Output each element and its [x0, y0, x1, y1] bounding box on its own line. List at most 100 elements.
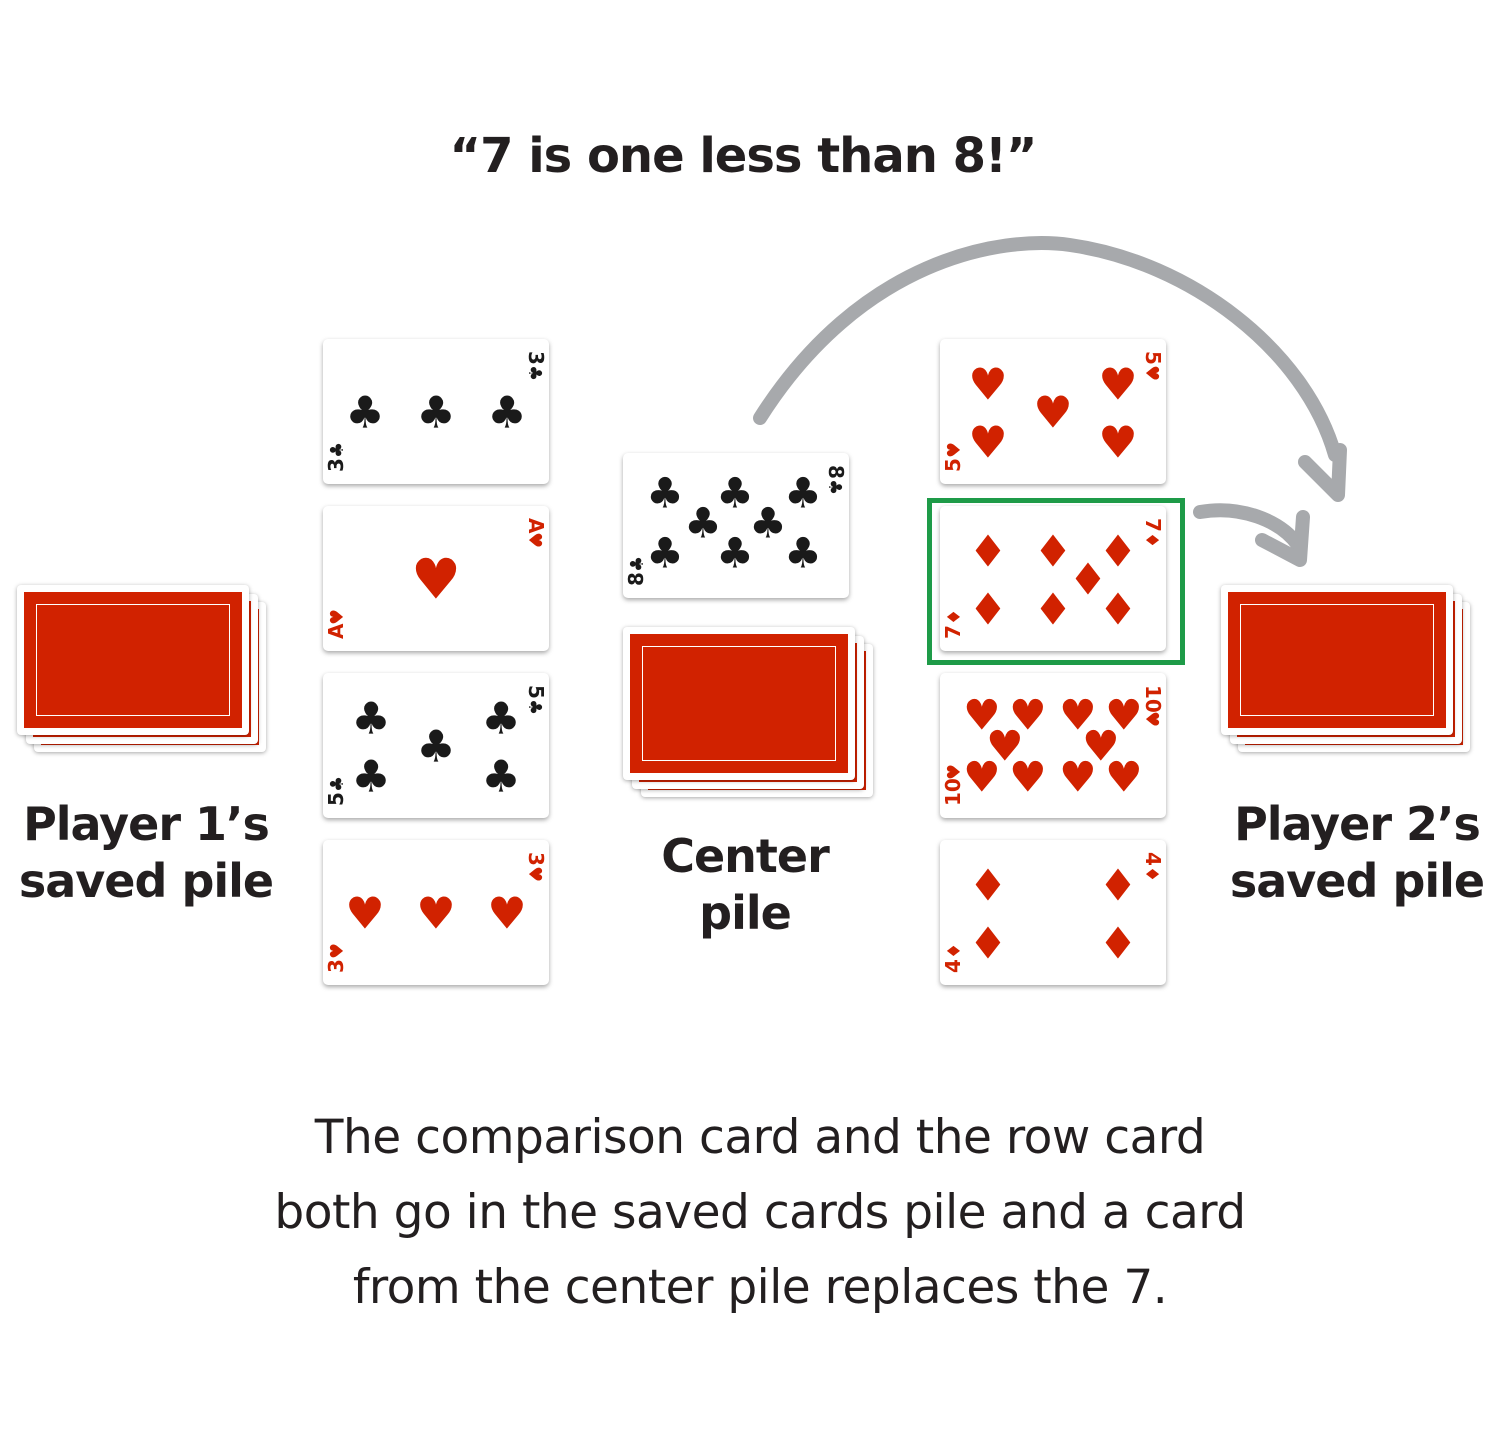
rank-label: 5 — [524, 685, 548, 699]
club-icon: ♣ — [327, 442, 348, 458]
corner-index-top: 3♣ — [524, 351, 548, 381]
rank-label: 7 — [941, 625, 965, 639]
corner-index-top: 5♣ — [524, 685, 548, 715]
diamond-pip-icon: ♦ — [968, 526, 1007, 577]
diamond-pip-icon: ♦ — [1033, 526, 1072, 577]
club-pip-icon: ♣ — [481, 751, 520, 802]
caption: The comparison card and the row card bot… — [150, 1100, 1370, 1325]
corner-index-top: 7♦ — [1141, 518, 1165, 548]
small-arc-arrow — [1193, 503, 1305, 552]
heart-pip-icon: ♥ — [1098, 359, 1137, 410]
card-face: ♥♥♥♥♥♥♥♥♥♥10♥10♥ — [941, 685, 1165, 806]
corner-index-bottom: 3♣ — [324, 442, 348, 472]
corner-index-top: 10♥ — [1141, 685, 1165, 727]
club-icon: ♣ — [627, 556, 648, 572]
card-face: ♥A♥A♥ — [324, 518, 548, 639]
corner-index-top: 3♥ — [524, 852, 548, 882]
club-pip-icon: ♣ — [716, 529, 754, 578]
heart-icon: ♥ — [524, 532, 545, 548]
rank-label: 7 — [1141, 518, 1165, 532]
heart-icon: ♥ — [524, 866, 545, 882]
diamond-pip-icon: ♦ — [1068, 554, 1107, 605]
card-face: ♥♥♥3♥3♥ — [324, 852, 548, 973]
small-arc-arrowhead — [1255, 510, 1310, 567]
club-pip-icon: ♣ — [749, 499, 787, 548]
rank-label: 3 — [524, 852, 548, 866]
rank-label: A — [324, 623, 348, 639]
corner-index-top: 8♣ — [824, 465, 848, 495]
club-icon: ♣ — [327, 776, 348, 792]
club-icon: ♣ — [524, 699, 545, 715]
player1-label-line2: saved pile — [18, 854, 274, 908]
club-pip-icon: ♣ — [646, 529, 684, 578]
club-pip-icon: ♣ — [345, 387, 384, 438]
club-pip-icon: ♣ — [784, 469, 822, 518]
diamond-pip-icon: ♦ — [968, 584, 1007, 635]
rank-label: 4 — [941, 959, 965, 973]
heart-pip-icon: ♥ — [1009, 691, 1047, 740]
card-back — [1221, 585, 1453, 735]
heart-icon: ♥ — [944, 442, 965, 458]
diamond-pip-icon: ♦ — [1033, 584, 1072, 635]
diamond-pip-icon: ♦ — [968, 918, 1007, 969]
heart-pip-icon: ♥ — [1105, 691, 1143, 740]
diamond-icon: ♦ — [944, 609, 965, 625]
card-10-of-hearts[interactable]: ♥♥♥♥♥♥♥♥♥♥10♥10♥ — [940, 673, 1166, 818]
player1-label: Player 1’s saved pile — [0, 796, 292, 910]
club-icon: ♣ — [824, 479, 845, 495]
heart-pip-icon: ♥ — [1059, 691, 1097, 740]
heart-pip-icon: ♥ — [345, 888, 384, 939]
club-icon: ♣ — [524, 365, 545, 381]
rank-label: A — [524, 518, 548, 534]
card-face: ♥♥♥♥♥5♥5♥ — [941, 351, 1165, 472]
comparison-card-8-of-clubs[interactable]: ♣♣♣♣♣♣♣♣8♣8♣ — [623, 453, 849, 598]
highlight-box — [927, 498, 1185, 665]
card-face: ♦♦♦♦♦♦♦7♦7♦ — [941, 518, 1165, 639]
club-pip-icon: ♣ — [684, 499, 722, 548]
club-pip-icon: ♣ — [646, 469, 684, 518]
diamond-pip-icon: ♦ — [1098, 918, 1137, 969]
card-5-of-clubs[interactable]: ♣♣♣♣♣5♣5♣ — [323, 673, 549, 818]
card-3-of-clubs[interactable]: ♣♣♣3♣3♣ — [323, 339, 549, 484]
corner-index-bottom: 5♥ — [941, 442, 965, 472]
club-pip-icon: ♣ — [487, 387, 526, 438]
card-4-of-diamonds[interactable]: ♦♦♦♦4♦4♦ — [940, 840, 1166, 985]
rank-label: 3 — [324, 458, 348, 472]
heart-icon: ♥ — [1141, 365, 1162, 381]
rank-label: 5 — [324, 792, 348, 806]
card-7-of-diamonds[interactable]: ♦♦♦♦♦♦♦7♦7♦ — [940, 506, 1166, 651]
corner-index-bottom: 10♥ — [941, 764, 965, 806]
heart-pip-icon: ♥ — [986, 722, 1024, 771]
rank-label: 5 — [1141, 351, 1165, 365]
card-back — [623, 627, 855, 780]
diamond-pip-icon: ♦ — [1098, 584, 1137, 635]
big-arc-arrow — [753, 236, 1342, 462]
heart-pip-icon: ♥ — [1105, 753, 1143, 802]
card-back — [17, 585, 249, 735]
quote-title: “7 is one less than 8!” — [449, 128, 1038, 184]
diamond-icon: ♦ — [1141, 866, 1162, 882]
rank-label: 3 — [524, 351, 548, 365]
corner-index-bottom: A♥ — [324, 609, 348, 639]
card-face: ♦♦♦♦4♦4♦ — [941, 852, 1165, 973]
rank-label: 10 — [941, 778, 965, 806]
club-pip-icon: ♣ — [351, 751, 390, 802]
card-3-of-hearts[interactable]: ♥♥♥3♥3♥ — [323, 840, 549, 985]
club-pip-icon: ♣ — [416, 387, 455, 438]
diamond-pip-icon: ♦ — [1098, 860, 1137, 911]
card-face: ♣♣♣♣♣5♣5♣ — [324, 685, 548, 806]
corner-index-top: 5♥ — [1141, 351, 1165, 381]
caption-line2: both go in the saved cards pile and a ca… — [274, 1185, 1246, 1240]
corner-index-bottom: 5♣ — [324, 776, 348, 806]
diamond-icon: ♦ — [944, 943, 965, 959]
corner-index-bottom: 3♥ — [324, 943, 348, 973]
heart-icon: ♥ — [1141, 711, 1162, 727]
center-label: Center pile — [600, 828, 890, 942]
club-pip-icon: ♣ — [416, 721, 455, 772]
card-5-of-hearts[interactable]: ♥♥♥♥♥5♥5♥ — [940, 339, 1166, 484]
card-ace-of-hearts[interactable]: ♥A♥A♥ — [323, 506, 549, 651]
heart-pip-icon: ♥ — [963, 753, 1001, 802]
diamond-pip-icon: ♦ — [968, 860, 1007, 911]
heart-pip-icon: ♥ — [1082, 722, 1120, 771]
rank-label: 8 — [824, 465, 848, 479]
